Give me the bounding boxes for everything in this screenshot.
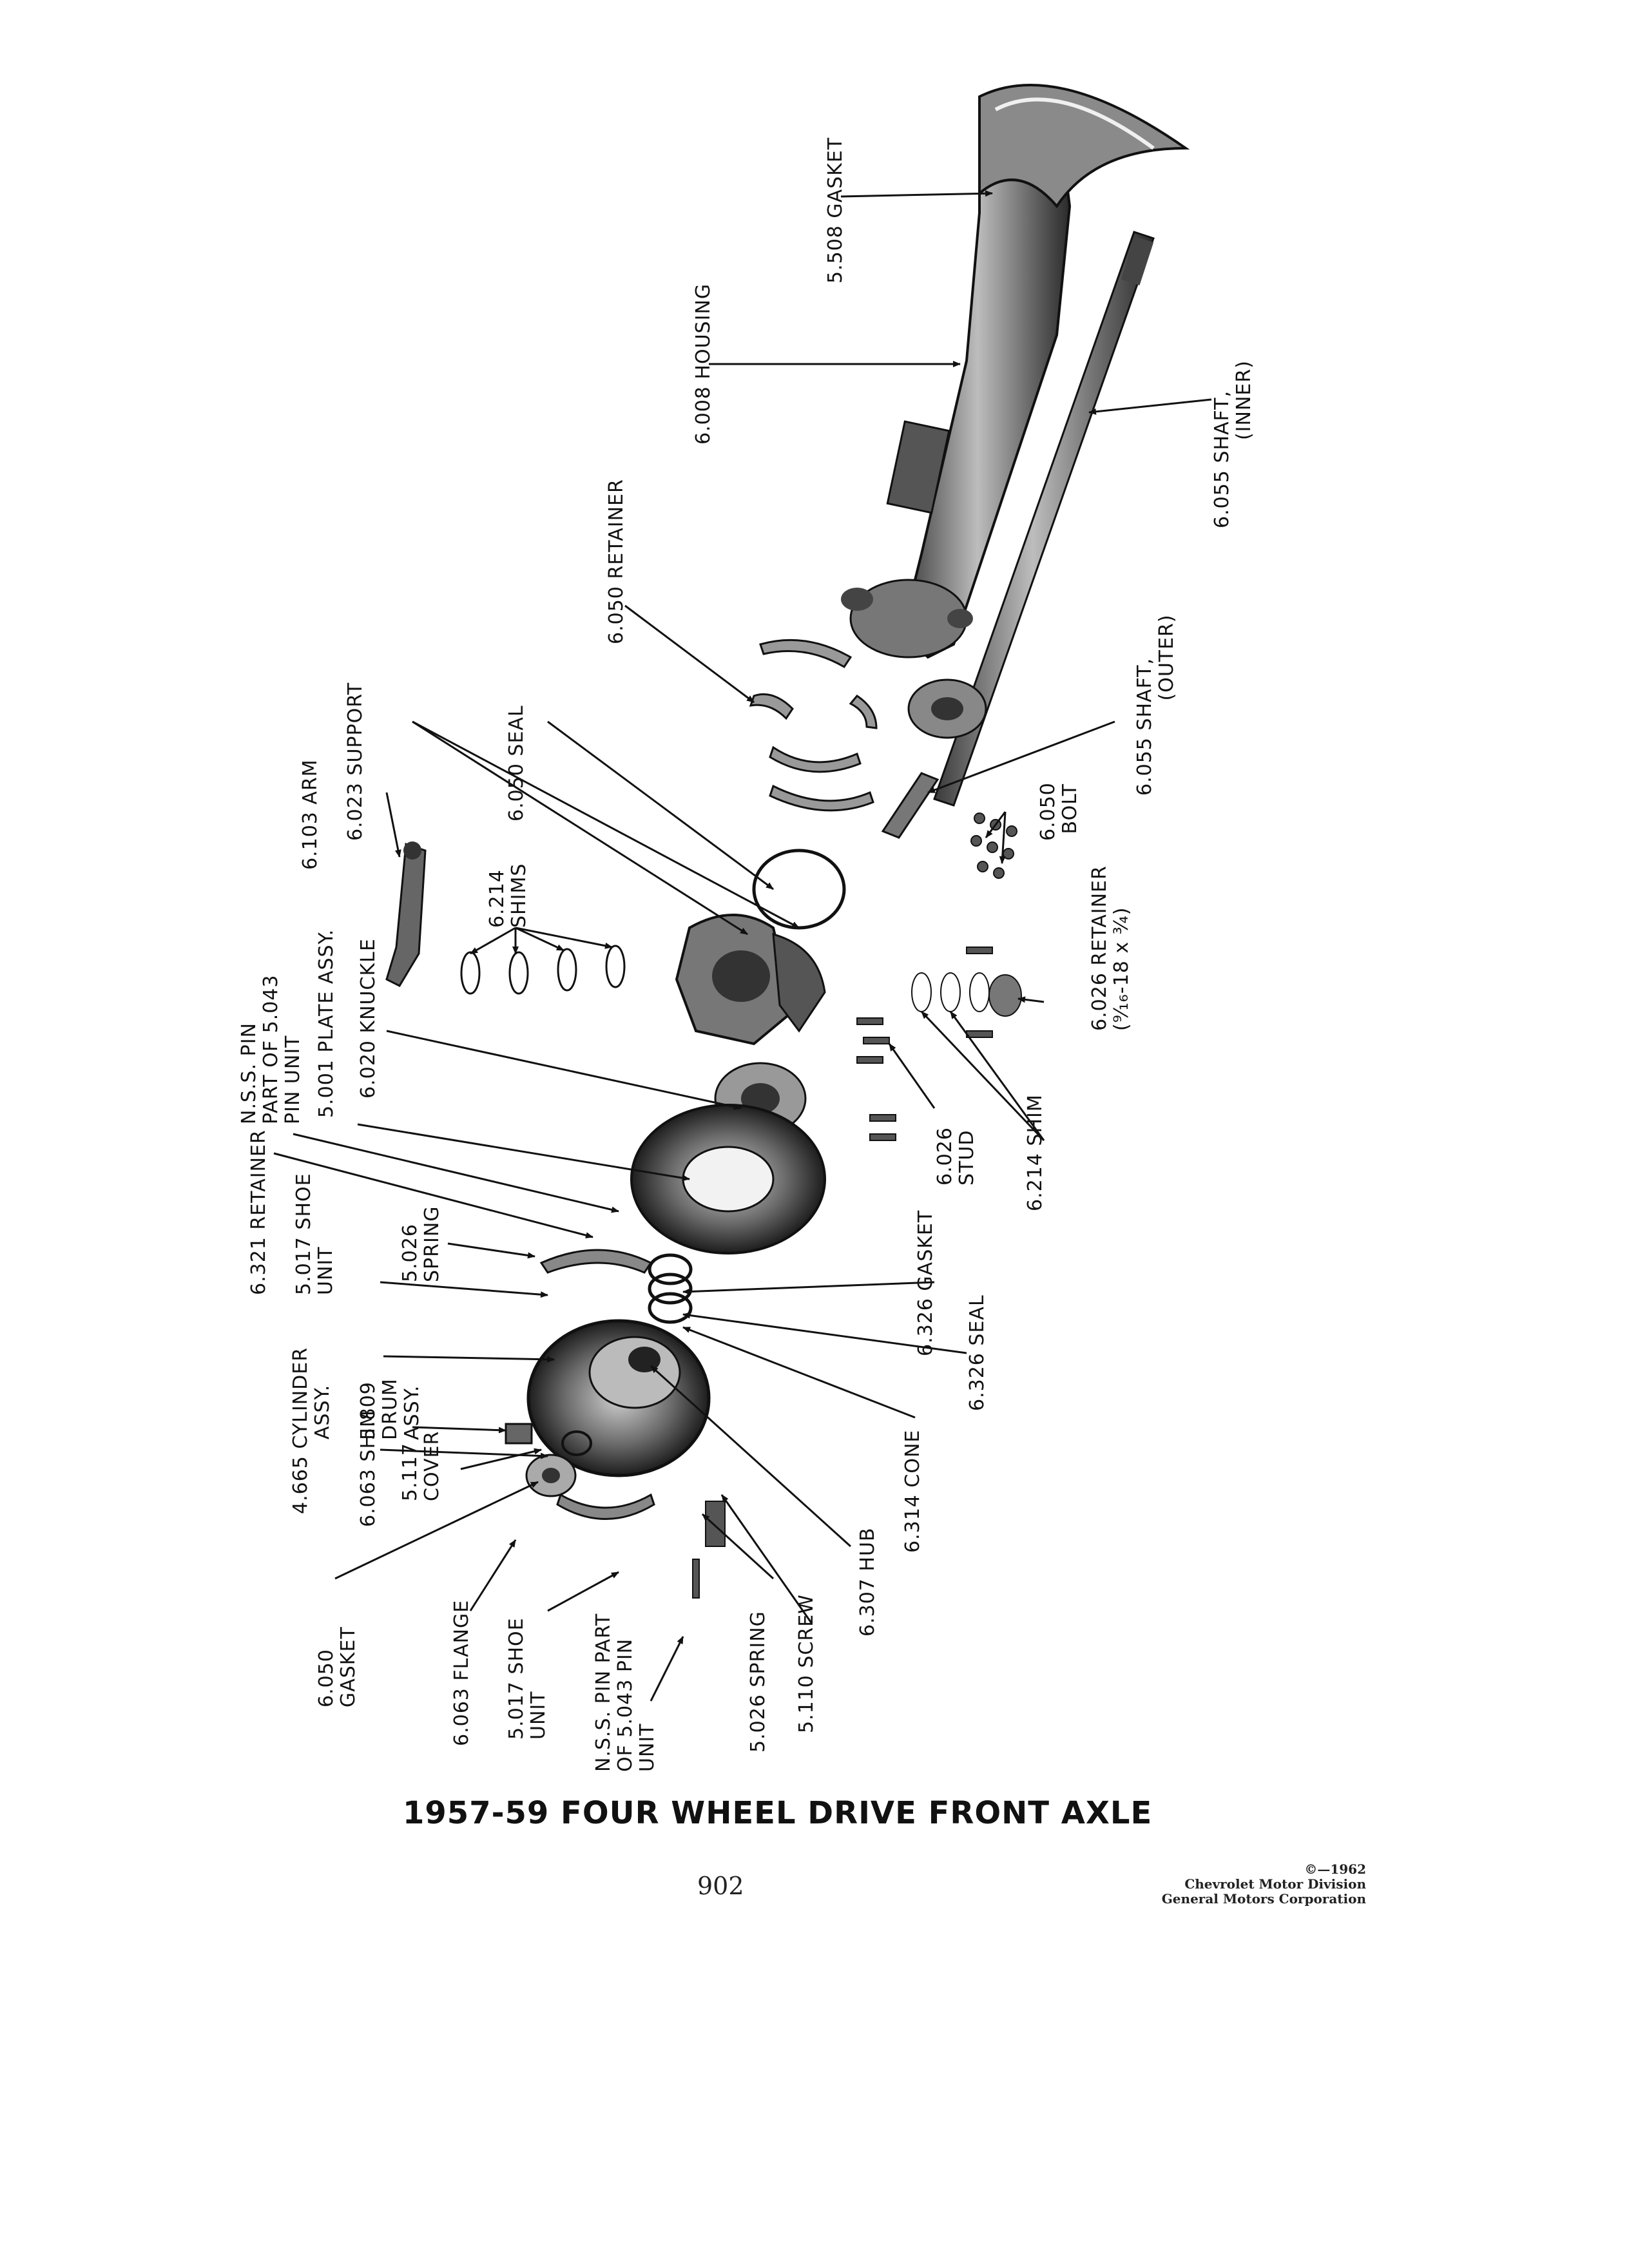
copyright-credit: ©—1962 Chevrolet Motor Division General …: [1121, 1862, 1366, 1907]
label-gasket-6326: 6.326 GASKET: [914, 1209, 937, 1356]
axle-shaft: [881, 231, 1155, 839]
brake-shoe-upper: [539, 1249, 653, 1274]
label-shaft-outer-6055: 6.055 SHAFT, (OUTER): [1133, 614, 1178, 796]
label-nss-pin-bottom: N.S.S. PIN PART OF 5.043 PIN UNIT: [592, 1613, 659, 1772]
label-nss-pin-top: N.S.S. PIN PART OF 5.043 PIN UNIT: [238, 974, 304, 1124]
label-shoe-unit-5017-top: 5.017 SHOE UNIT: [293, 1173, 337, 1295]
label-shaft-inner-6055: 6.055 SHAFT, (INNER): [1211, 360, 1255, 528]
label-retainer-6026: 6.026 RETAINER (⁹⁄₁₆-18 x ¾): [1088, 865, 1133, 1031]
label-knuckle-6020: 6.020 KNUCKLE: [357, 938, 380, 1099]
label-flange-6063: 6.063 FLANGE: [450, 1599, 473, 1746]
label-retainer-6321: 6.321 RETAINER: [247, 1129, 270, 1295]
label-shoe-unit-5017-bottom: 5.017 SHOE UNIT: [505, 1617, 550, 1740]
label-shim-6063: 6.063 SHIM: [357, 1410, 380, 1527]
label-housing-6008: 6.008 HOUSING: [692, 283, 715, 445]
label-cone-6314: 6.314 CONE: [901, 1429, 924, 1553]
axle-housing: [841, 84, 1190, 659]
knuckle-support: [675, 914, 826, 1046]
label-hub-6307: 6.307 HUB: [856, 1527, 879, 1637]
label-seal-6050: 6.050 SEAL: [505, 705, 528, 822]
label-shims-6214: 6.214 SHIMS: [486, 863, 530, 928]
copyright-year: ©—1962: [1304, 1861, 1366, 1877]
label-spring-5026-top: 5.026 SPRING: [399, 1206, 443, 1282]
page-title: 1957-59 FOUR WHEEL DRIVE FRONT AXLE: [403, 1795, 1153, 1831]
shims: [460, 945, 626, 995]
label-cover-5117: 5.117 COVER: [399, 1430, 443, 1501]
label-arm-6103: 6.103 ARM: [299, 759, 322, 870]
seal-ring: [752, 849, 846, 930]
label-seal-6326: 6.326 SEAL: [966, 1294, 988, 1411]
corporation-name: General Motors Corporation: [1161, 1891, 1366, 1907]
label-support-6023: 6.023 SUPPORT: [344, 682, 367, 841]
steering-arm: [385, 841, 427, 987]
label-bolt-6050: 6.050 BOLT: [1037, 782, 1081, 841]
label-plate-5001: 5.001 PLATE ASSY.: [315, 928, 338, 1118]
label-screw-5110: 5.110 SCREW: [795, 1594, 818, 1733]
brake-drum: [526, 1319, 711, 1477]
leader-lines: [273, 190, 1212, 1702]
label-cylinder-4665: 4.665 CYLINDER ASSY.: [289, 1347, 334, 1514]
hub-gasket-seal-stack: [648, 1253, 693, 1324]
page-number: 902: [697, 1872, 744, 1900]
label-retainer-6050: 6.050 RETAINER: [605, 479, 628, 644]
label-stud-6026: 6.026 STUD: [934, 1127, 978, 1186]
lower-shoe-and-flange: [505, 1423, 655, 1520]
label-spring-5026-bottom: 5.026 SPRING: [747, 1611, 769, 1753]
label-gasket-5508: 5.508 GASKET: [824, 137, 847, 284]
backing-plate: [630, 1104, 826, 1254]
label-gasket-6050: 6.050 GASKET: [315, 1626, 360, 1707]
division-name: Chevrolet Motor Division: [1184, 1876, 1366, 1892]
label-shim-6214: 6.214 SHIM: [1024, 1094, 1046, 1211]
retainer-segments: [749, 639, 878, 812]
